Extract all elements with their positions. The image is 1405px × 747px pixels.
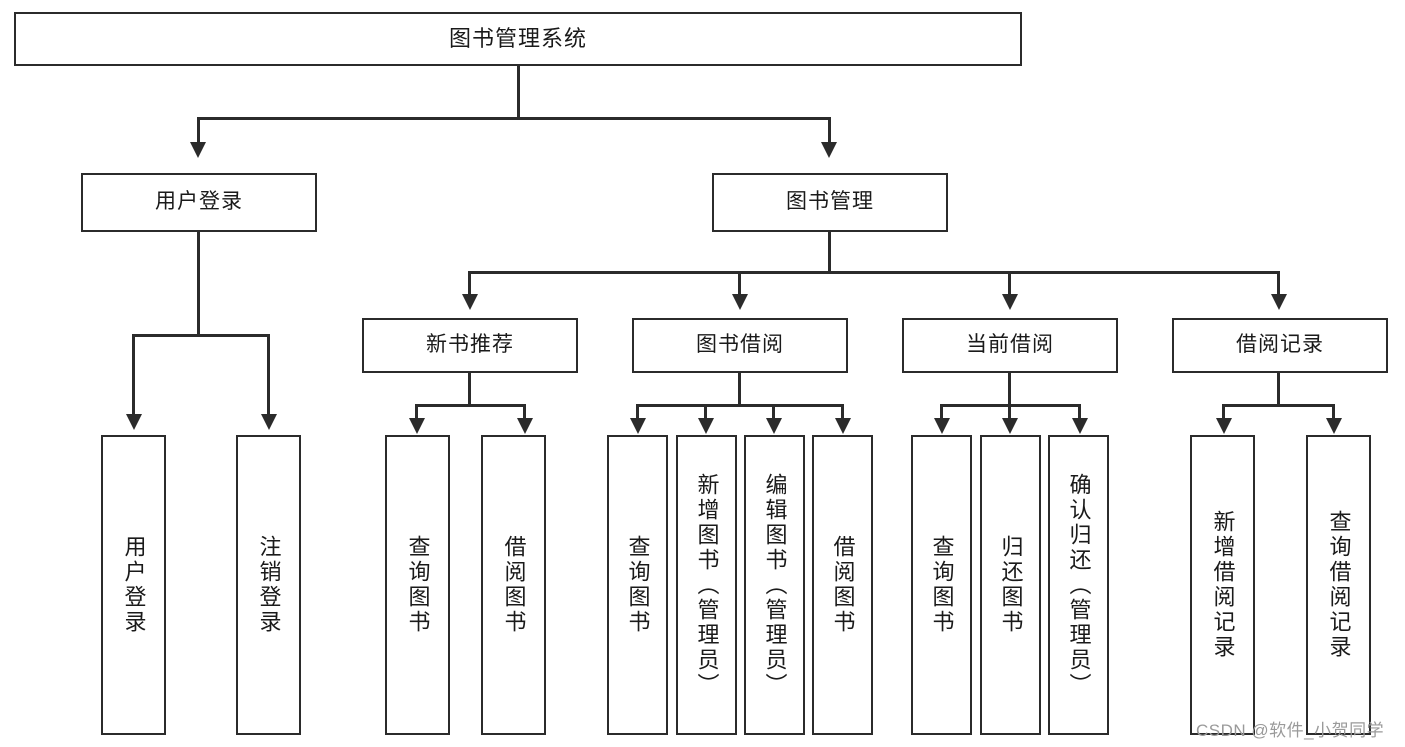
connector-root-bus <box>197 117 831 120</box>
arrow-to-book-borrow <box>732 294 748 310</box>
node-user-login[interactable]: 用户登录 <box>81 173 317 232</box>
node-label: 图书管理 <box>786 190 874 214</box>
leaf-edit-book-admin[interactable]: 编辑图书（管理员） <box>744 435 805 735</box>
connector-bookmanage-drop-4 <box>1277 271 1280 296</box>
connector-bookmanage-stem <box>828 232 831 274</box>
node-label: 新书推荐 <box>426 333 514 357</box>
connector-bookborrow-drop-4 <box>841 404 844 420</box>
connector-currentborrow-drop-2 <box>1008 404 1011 420</box>
connector-borrowrecord-bus <box>1222 404 1335 407</box>
node-borrow-record[interactable]: 借阅记录 <box>1172 318 1388 373</box>
connector-userlogin-drop-1 <box>132 334 135 416</box>
arrow-to-leaf-query-book-cb <box>934 418 950 434</box>
node-label: 图书管理系统 <box>448 26 587 52</box>
arrow-to-leaf-query-book-bb <box>630 418 646 434</box>
leaf-label: 查询图书 <box>405 535 431 635</box>
connector-root-drop-right <box>828 117 831 145</box>
arrow-to-book-manage <box>821 142 837 158</box>
connector-bookborrow-bus <box>636 404 844 407</box>
leaf-query-borrow-record[interactable]: 查询借阅记录 <box>1306 435 1371 735</box>
connector-currentborrow-drop-3 <box>1078 404 1081 420</box>
leaf-label: 查询图书 <box>929 535 955 635</box>
arrow-to-leaf-add-record <box>1216 418 1232 434</box>
node-book-manage[interactable]: 图书管理 <box>712 173 948 232</box>
connector-bookborrow-stem <box>738 373 741 407</box>
leaf-label: 新增借阅记录 <box>1210 510 1236 660</box>
leaf-label: 编辑图书（管理员） <box>762 472 788 698</box>
node-current-borrow[interactable]: 当前借阅 <box>902 318 1118 373</box>
leaf-label: 新增图书（管理员） <box>694 472 720 698</box>
node-book-borrow[interactable]: 图书借阅 <box>632 318 848 373</box>
connector-bookmanage-drop-1 <box>468 271 471 296</box>
leaf-label: 归还图书 <box>998 535 1024 635</box>
leaf-label: 确认归还（管理员） <box>1066 472 1092 698</box>
node-new-book-recommend[interactable]: 新书推荐 <box>362 318 578 373</box>
arrow-to-leaf-borrow-book-nb <box>517 418 533 434</box>
node-root-system[interactable]: 图书管理系统 <box>14 12 1022 66</box>
leaf-borrow-book-new[interactable]: 借阅图书 <box>481 435 546 735</box>
connector-bookmanage-drop-2 <box>738 271 741 296</box>
leaf-add-borrow-record[interactable]: 新增借阅记录 <box>1190 435 1255 735</box>
leaf-query-book-current[interactable]: 查询图书 <box>911 435 972 735</box>
leaf-user-login[interactable]: 用户登录 <box>101 435 166 735</box>
arrow-to-leaf-edit-book <box>766 418 782 434</box>
leaf-query-book-borrow[interactable]: 查询图书 <box>607 435 668 735</box>
connector-bookmanage-drop-3 <box>1008 271 1011 296</box>
arrow-to-leaf-return-book <box>1002 418 1018 434</box>
arrow-to-leaf-confirm-return <box>1072 418 1088 434</box>
arrow-to-leaf-query-record <box>1326 418 1342 434</box>
connector-userlogin-drop-2 <box>267 334 270 416</box>
connector-borrowrecord-stem <box>1277 373 1280 407</box>
node-label: 图书借阅 <box>696 333 784 357</box>
arrow-to-borrow-record <box>1271 294 1287 310</box>
connector-currentborrow-drop-1 <box>940 404 943 420</box>
leaf-query-book-new[interactable]: 查询图书 <box>385 435 450 735</box>
connector-newbook-stem <box>468 373 471 407</box>
leaf-label: 注销登录 <box>256 535 282 635</box>
connector-borrowrecord-drop-1 <box>1222 404 1225 420</box>
arrow-to-user-login <box>190 142 206 158</box>
connector-root-stem <box>517 66 520 119</box>
arrow-to-leaf-user-login <box>126 414 142 430</box>
arrow-to-leaf-add-book <box>698 418 714 434</box>
connector-bookborrow-drop-3 <box>772 404 775 420</box>
connector-bookmanage-bus <box>468 271 1280 274</box>
arrow-to-leaf-borrow-book-bb <box>835 418 851 434</box>
leaf-add-book-admin[interactable]: 新增图书（管理员） <box>676 435 737 735</box>
arrow-to-new-book-recommend <box>462 294 478 310</box>
arrow-to-leaf-query-book-nb <box>409 418 425 434</box>
arrow-to-leaf-logout <box>261 414 277 430</box>
leaf-logout[interactable]: 注销登录 <box>236 435 301 735</box>
leaf-label: 借阅图书 <box>501 535 527 635</box>
connector-bookborrow-drop-1 <box>636 404 639 420</box>
connector-root-drop-left <box>197 117 200 145</box>
connector-bookborrow-drop-2 <box>704 404 707 420</box>
leaf-label: 借阅图书 <box>830 535 856 635</box>
connector-borrowrecord-drop-2 <box>1332 404 1335 420</box>
connector-newbook-drop-2 <box>523 404 526 420</box>
leaf-label: 用户登录 <box>121 535 147 635</box>
leaf-confirm-return-admin[interactable]: 确认归还（管理员） <box>1048 435 1109 735</box>
arrow-to-current-borrow <box>1002 294 1018 310</box>
leaf-label: 查询图书 <box>625 535 651 635</box>
node-label: 用户登录 <box>155 190 243 214</box>
leaf-return-book[interactable]: 归还图书 <box>980 435 1041 735</box>
connector-newbook-drop-1 <box>415 404 418 420</box>
connector-userlogin-bus <box>132 334 270 337</box>
leaf-borrow-book-borrow[interactable]: 借阅图书 <box>812 435 873 735</box>
node-label: 借阅记录 <box>1236 333 1324 357</box>
node-label: 当前借阅 <box>966 333 1054 357</box>
connector-newbook-bus <box>415 404 526 407</box>
leaf-label: 查询借阅记录 <box>1326 510 1352 660</box>
connector-userlogin-stem <box>197 232 200 337</box>
connector-currentborrow-stem <box>1008 373 1011 407</box>
